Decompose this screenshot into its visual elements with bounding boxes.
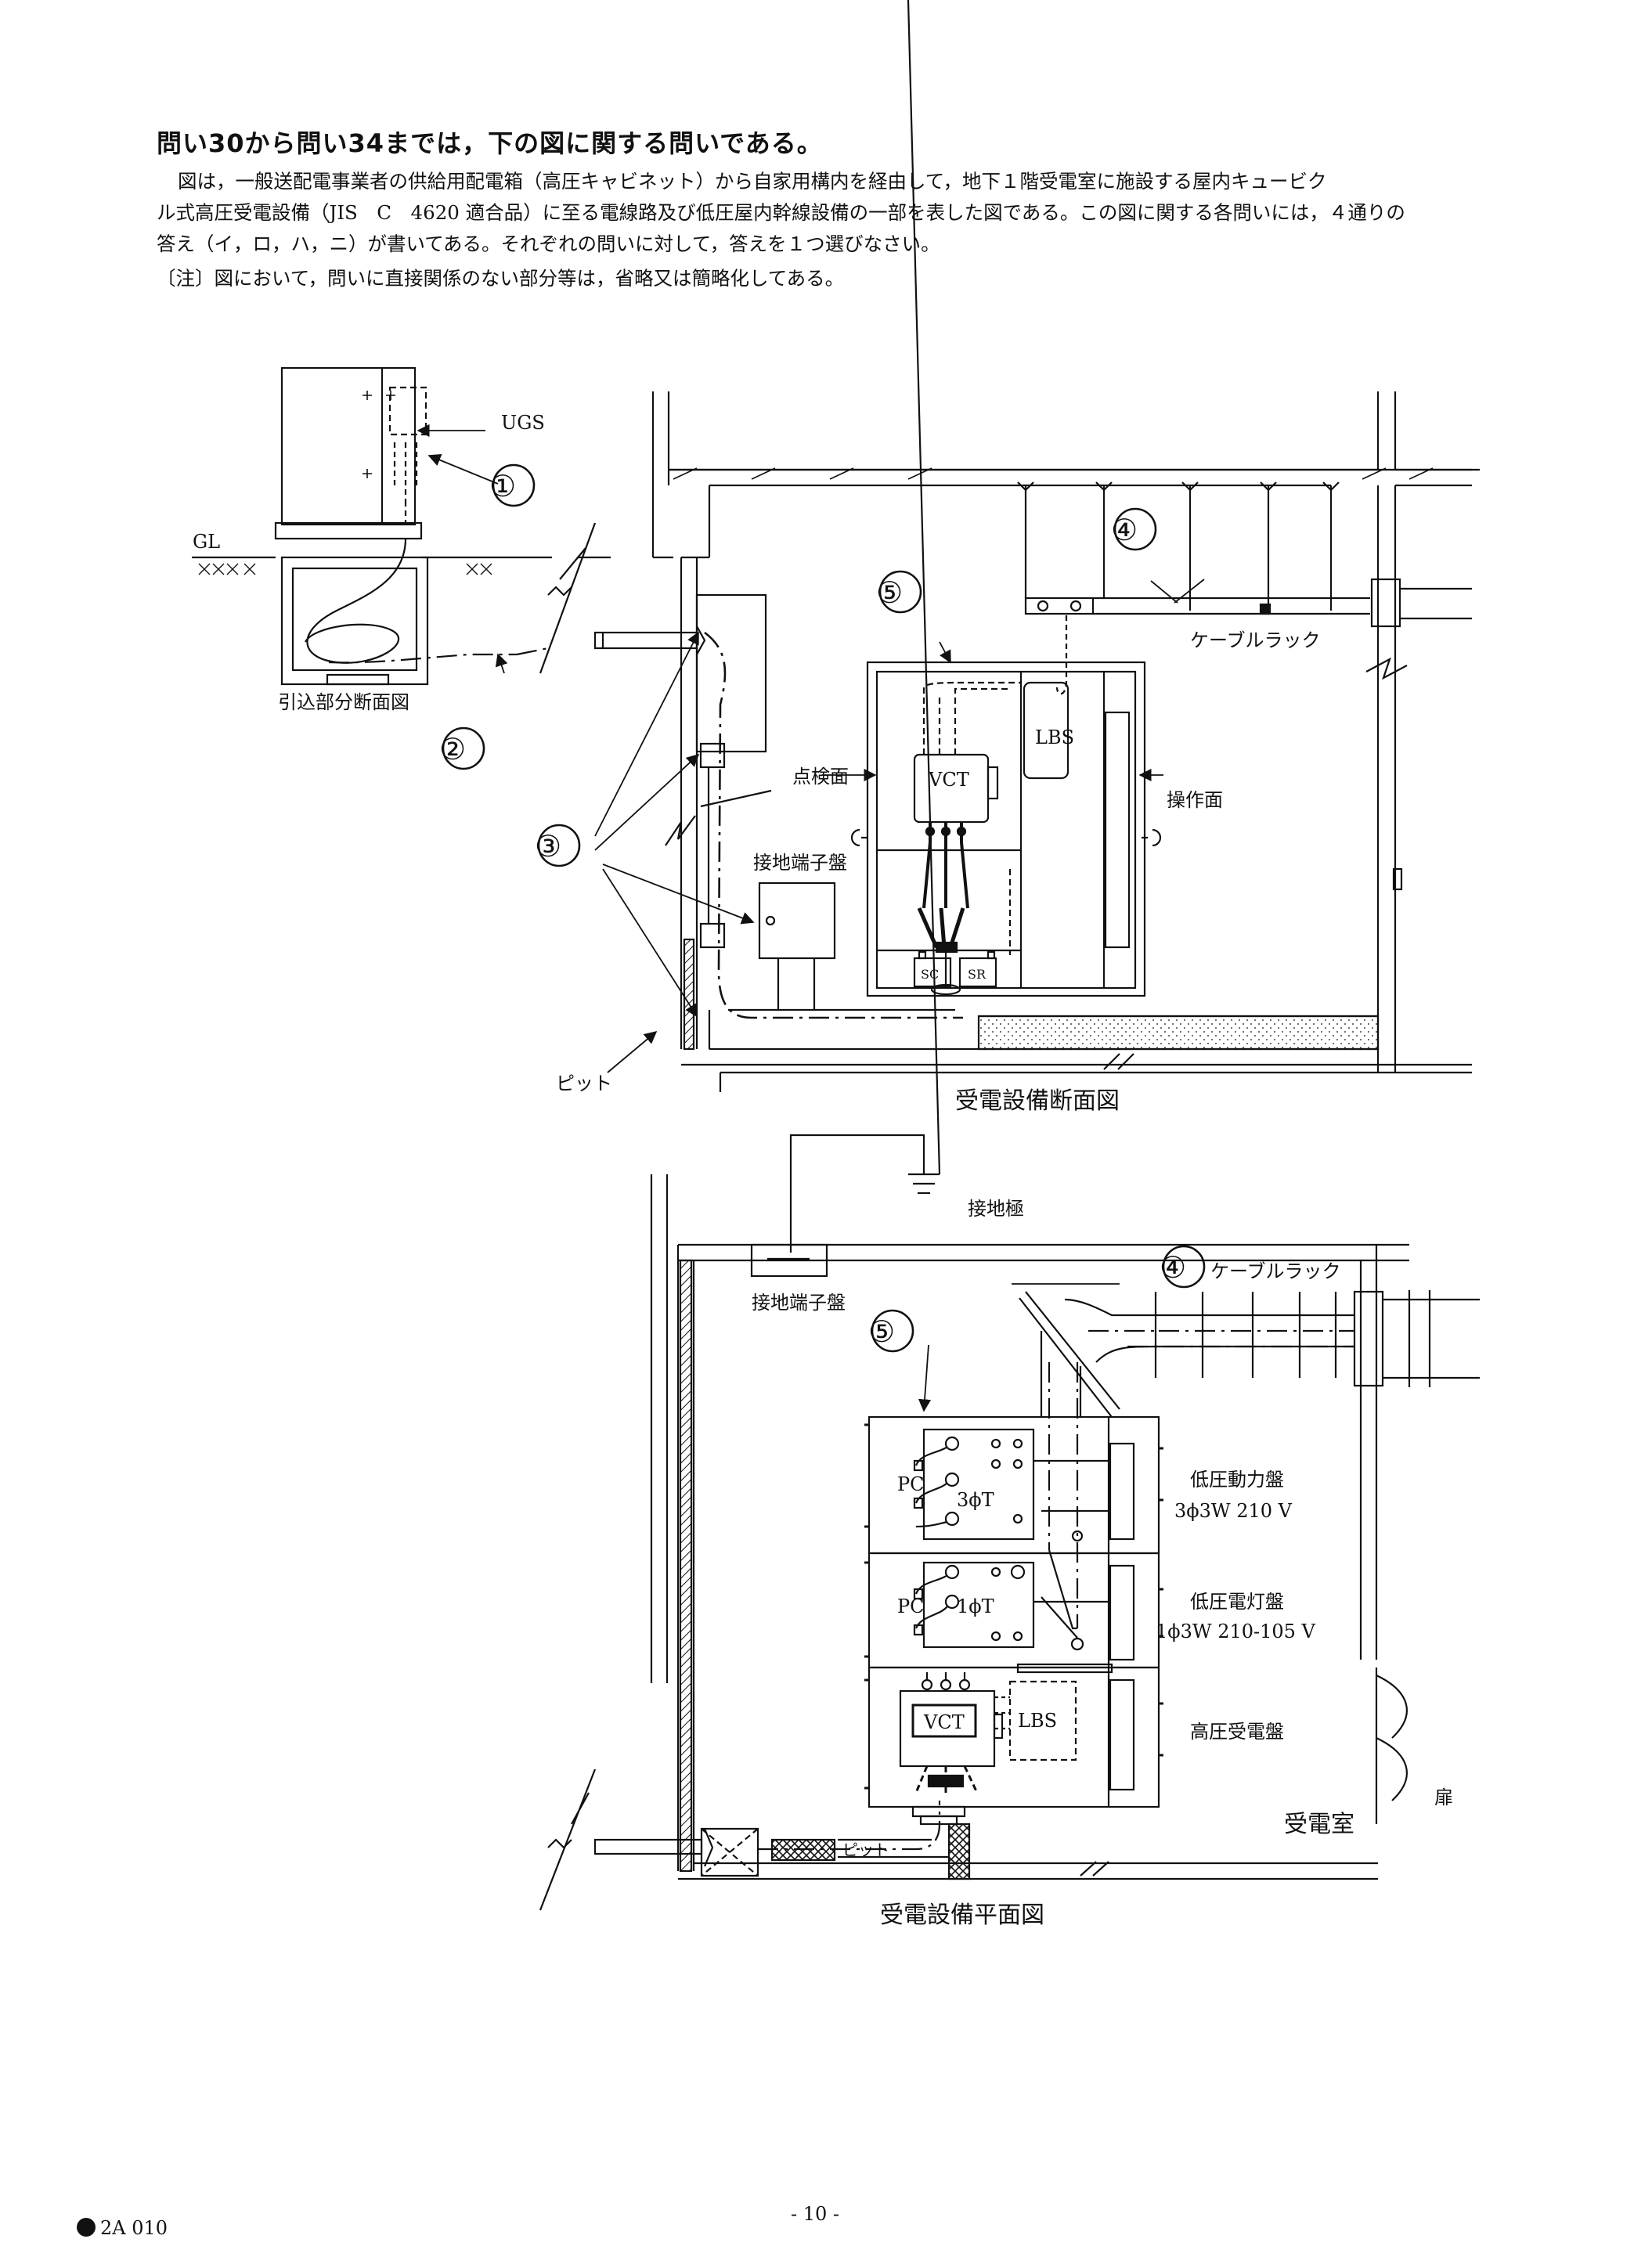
operation-face-label: 操作面 [1167,789,1223,811]
room-label: 受電室 [1284,1811,1354,1838]
intro-line-3: 答え（イ，ロ，ハ，ニ）が書いてある。それぞれの問いに対して，答えを１つ選びなさい… [157,233,940,255]
ground-electrode-label: 接地極 [968,1198,1024,1220]
footer-code: 2A 010 [77,2217,168,2239]
inspection-face-label: 点検面 [792,766,849,788]
marker-3: ③ [535,829,561,864]
marker-circle-1 [492,463,536,507]
sc-label: SC [921,967,939,982]
lead-in-cable [516,522,706,674]
single-phase-transformer-label: 1ϕT [957,1595,994,1617]
pc-label-1: PC [897,1473,925,1495]
marker-circle-5-plan [871,1309,914,1353]
lv-power-spec: 3ϕ3W 210 V [1174,1500,1293,1522]
grounding-board-label: 接地端子盤 [753,852,847,874]
lbs-plan-label: LBS [1018,1710,1057,1732]
pit-label-section: ピット [556,1073,612,1094]
ugs-label: UGS [501,412,545,434]
pull-box-section [665,593,963,1019]
plan-caption: 受電設備平面図 [880,1902,1044,1929]
leader-lines [417,424,1205,1412]
cable-rack-plan-label: ケーブルラック [1210,1260,1341,1282]
cable-rack-section [1017,481,1370,615]
lv-lighting-panel-label: 低圧電灯盤 [1190,1591,1284,1613]
ground-electrode [750,0,941,1278]
marker-5: ⑤ [876,575,903,610]
vct-plan-label: VCT [923,1711,965,1733]
hv-panel-label: 高圧受電盤 [1190,1721,1284,1743]
marker-circle-3 [537,824,581,867]
footer-code-text: 2A 010 [100,2217,168,2239]
intro-line-2: ル式高圧受電設備（JIS C 4620 適合品）に至る電線路及び低圧屋内幹線設備… [157,201,1405,224]
lbs-label: LBS [1035,726,1074,748]
marker-circle-2 [442,726,485,770]
question-heading: 問い30から問い34までは，下の図に関する問いである。 [157,128,823,158]
marker-4: ④ [1111,513,1138,547]
marker-1: ① [489,469,516,503]
marker-2: ② [439,732,466,766]
circle-markers [442,463,1206,1353]
page-number: - 10 - [791,2203,840,2225]
building-structure-plan [539,1174,1480,1911]
cable-rack-plan [1019,1291,1354,1651]
door-label: 扉 [1434,1786,1453,1808]
lv-lighting-spec: 1ϕ3W 210-105 V [1156,1621,1316,1642]
ground-level [192,538,611,686]
marker-circle-4 [1113,507,1157,551]
pc-label-2: PC [897,1595,925,1617]
marker-5-plan: ⑤ [868,1314,895,1349]
lv-power-panel-label: 低圧動力盤 [1190,1469,1284,1491]
pit-label-plan: ピット [842,1841,889,1859]
grounding-board-plan-label: 接地端子盤 [752,1292,846,1314]
ugs-cabinet [274,366,427,540]
marker-4-plan: ④ [1160,1250,1186,1285]
grounding-terminal-board-section [758,882,836,1010]
pit-plan [700,1801,971,1880]
note-line: 〔注〕図において，問いに直接関係のない部分等は，省略又は簡略化してある。 [157,267,845,290]
marker-circle-4-plan [1162,1245,1206,1289]
sr-label: SR [968,967,987,982]
cable-rack-label: ケーブルラック [1190,629,1321,651]
section-caption: 受電設備断面図 [955,1087,1120,1115]
three-phase-transformer-label: 3ϕT [957,1489,994,1511]
bullet-icon [77,2218,96,2237]
cubicle-plan [864,1415,1163,1826]
vct-label: VCT [928,769,969,791]
gl-label: GL [193,531,220,553]
intro-line-1: 図は，一般送配電事業者の供給用配電箱（高圧キャビネット）から自家用構内を経由して… [178,170,1327,193]
cubicle-section [850,615,1162,997]
marker-circle-5 [878,570,922,614]
lead-in-caption: 引込部分断面図 [278,691,409,713]
